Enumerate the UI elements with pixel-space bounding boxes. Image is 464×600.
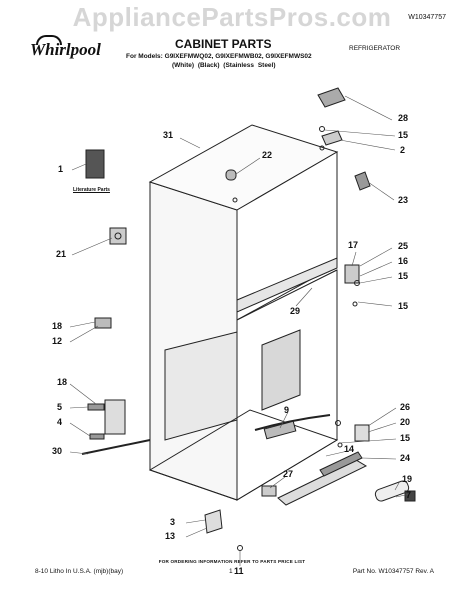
- models-line: For Models: G9IXEFMWQ02, G9IXEFMWB02, G9…: [126, 53, 312, 60]
- callout-15b: 15: [398, 271, 409, 281]
- callout-15d: 15: [400, 433, 411, 443]
- evaporator-cover: [261, 329, 301, 411]
- callout-18a: 18: [52, 321, 63, 331]
- callout-16: 16: [398, 256, 409, 266]
- callout-25: 25: [398, 241, 409, 251]
- litho-info: 8-10 Litho In U.S.A. (mjb)(bay): [35, 568, 124, 575]
- callout-3: 3: [170, 517, 176, 527]
- page-subtitle: REFRIGERATOR: [349, 45, 401, 52]
- callout-23: 23: [398, 195, 409, 205]
- callout-22: 22: [262, 150, 273, 160]
- colors-line: (White) (Black) (Stainless Steel): [172, 62, 276, 69]
- part-number: Part No. W10347757 Rev. A: [352, 568, 434, 575]
- doc-number: W10347757: [408, 14, 446, 21]
- callout-27: 27: [283, 469, 294, 479]
- divider-rail: [236, 257, 338, 313]
- callout-19: 19: [402, 474, 413, 484]
- callout-12: 12: [52, 336, 63, 346]
- watermark: AppliancePartsPros.com: [72, 2, 392, 32]
- callout-20: 20: [400, 417, 411, 427]
- callout-13: 13: [165, 531, 176, 541]
- callout-15c: 15: [398, 301, 409, 311]
- brand-logo: Whirlpool: [30, 40, 101, 59]
- callout-1: 1: [58, 164, 64, 174]
- callout-9: 9: [284, 405, 290, 415]
- callout-24: 24: [400, 453, 411, 463]
- callout-14: 14: [344, 444, 355, 454]
- callout-5: 5: [57, 402, 63, 412]
- callout-17: 17: [348, 240, 359, 250]
- callout-28: 28: [398, 113, 409, 123]
- callout-18b: 18: [57, 377, 68, 387]
- callout-2: 2: [400, 145, 406, 155]
- literature-parts-label: Literature Parts: [73, 187, 110, 193]
- callout-31: 31: [163, 130, 174, 140]
- callout-11: 11: [234, 566, 244, 576]
- callout-21: 21: [56, 249, 67, 259]
- brand-logo-arc: [36, 35, 62, 45]
- callout-26: 26: [400, 402, 411, 412]
- callout-7: 7: [406, 490, 412, 500]
- callout-29: 29: [290, 306, 301, 316]
- callout-15a: 15: [398, 130, 409, 140]
- ordering-note: FOR ORDERING INFORMATION REFER TO PARTS …: [158, 559, 306, 564]
- callout-4: 4: [57, 417, 63, 427]
- page-number: 1: [229, 568, 233, 575]
- callout-30: 30: [52, 446, 63, 456]
- cabinet-base: [148, 409, 339, 501]
- page-title: CABINET PARTS: [175, 37, 272, 51]
